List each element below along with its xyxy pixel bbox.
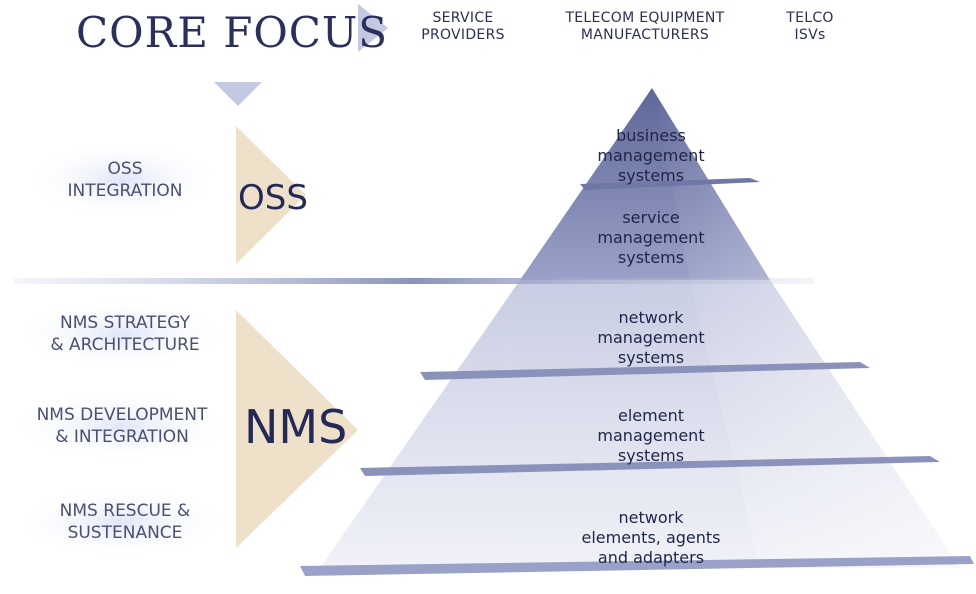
label-line: & ARCHITECTURE	[50, 335, 200, 355]
tier-line: element	[618, 406, 684, 425]
tier-line: management	[597, 328, 705, 347]
label-glow	[12, 298, 232, 370]
label-nms-rescue: NMS RESCUE & SUSTENANCE	[30, 500, 220, 544]
label-glow	[7, 390, 237, 462]
label-line: NMS RESCUE &	[59, 501, 191, 521]
tier-line: network	[618, 308, 684, 327]
tier-separator	[420, 362, 870, 380]
header-pointer-icon	[358, 4, 388, 52]
header-line: TELECOM EQUIPMENT	[565, 10, 725, 26]
label-nms-development: NMS DEVELOPMENT & INTEGRATION	[22, 404, 222, 448]
label-line: & INTEGRATION	[55, 427, 189, 447]
header-telco-isvs: TELCO ISVs	[775, 10, 845, 44]
tier-service-management: service management systems	[561, 208, 741, 268]
tier-line: and adapters	[597, 548, 705, 567]
header-line: PROVIDERS	[421, 27, 505, 43]
tier-line: systems	[617, 446, 685, 465]
label-glow	[22, 140, 222, 220]
nms-arrow-shape	[236, 310, 358, 548]
label-glow	[12, 486, 232, 558]
tier-line: network	[618, 508, 684, 527]
label-line: SUSTENANCE	[67, 523, 183, 543]
oss-nms-divider	[14, 278, 814, 284]
tier-line: management	[597, 146, 705, 165]
label-line: NMS DEVELOPMENT	[36, 405, 208, 425]
tier-line: management	[597, 228, 705, 247]
label-line: OSS	[107, 159, 143, 179]
header-line: ISVs	[794, 27, 826, 43]
tier-line: management	[597, 426, 705, 445]
pyramid-right-face	[652, 88, 960, 568]
tier-line: systems	[617, 166, 685, 185]
tier-network-management: network management systems	[561, 308, 741, 368]
tier-business-management: business management systems	[561, 126, 741, 186]
label-nms-strategy: NMS STRATEGY & ARCHITECTURE	[30, 312, 220, 356]
tier-line: systems	[617, 348, 685, 367]
label-oss-integration: OSS INTEGRATION	[50, 158, 200, 202]
tier-separator	[300, 556, 974, 576]
nms-arrow-label: NMS	[244, 400, 348, 454]
oss-arrow-shape	[236, 126, 306, 264]
tier-line: systems	[617, 248, 685, 267]
tier-separator	[360, 456, 940, 476]
tier-network-elements: network elements, agents and adapters	[561, 508, 741, 568]
header-line: SERVICE	[432, 10, 494, 26]
tier-element-management: element management systems	[561, 406, 741, 466]
oss-arrow-label: OSS	[238, 178, 308, 218]
tier-line: business	[616, 126, 686, 145]
header-telecom-equipment: TELECOM EQUIPMENT MANUFACTURERS	[560, 10, 730, 44]
tier-separator	[580, 178, 760, 190]
tier-line: elements, agents	[581, 528, 721, 547]
header-line: MANUFACTURERS	[580, 27, 710, 43]
down-pointer-icon	[214, 82, 262, 106]
label-line: INTEGRATION	[67, 181, 183, 201]
label-line: NMS STRATEGY	[59, 313, 191, 333]
tier-line: service	[622, 208, 680, 227]
header-line: TELCO	[786, 10, 834, 26]
page-title: CORE FOCUS	[76, 8, 389, 57]
header-service-providers: SERVICE PROVIDERS	[418, 10, 508, 44]
